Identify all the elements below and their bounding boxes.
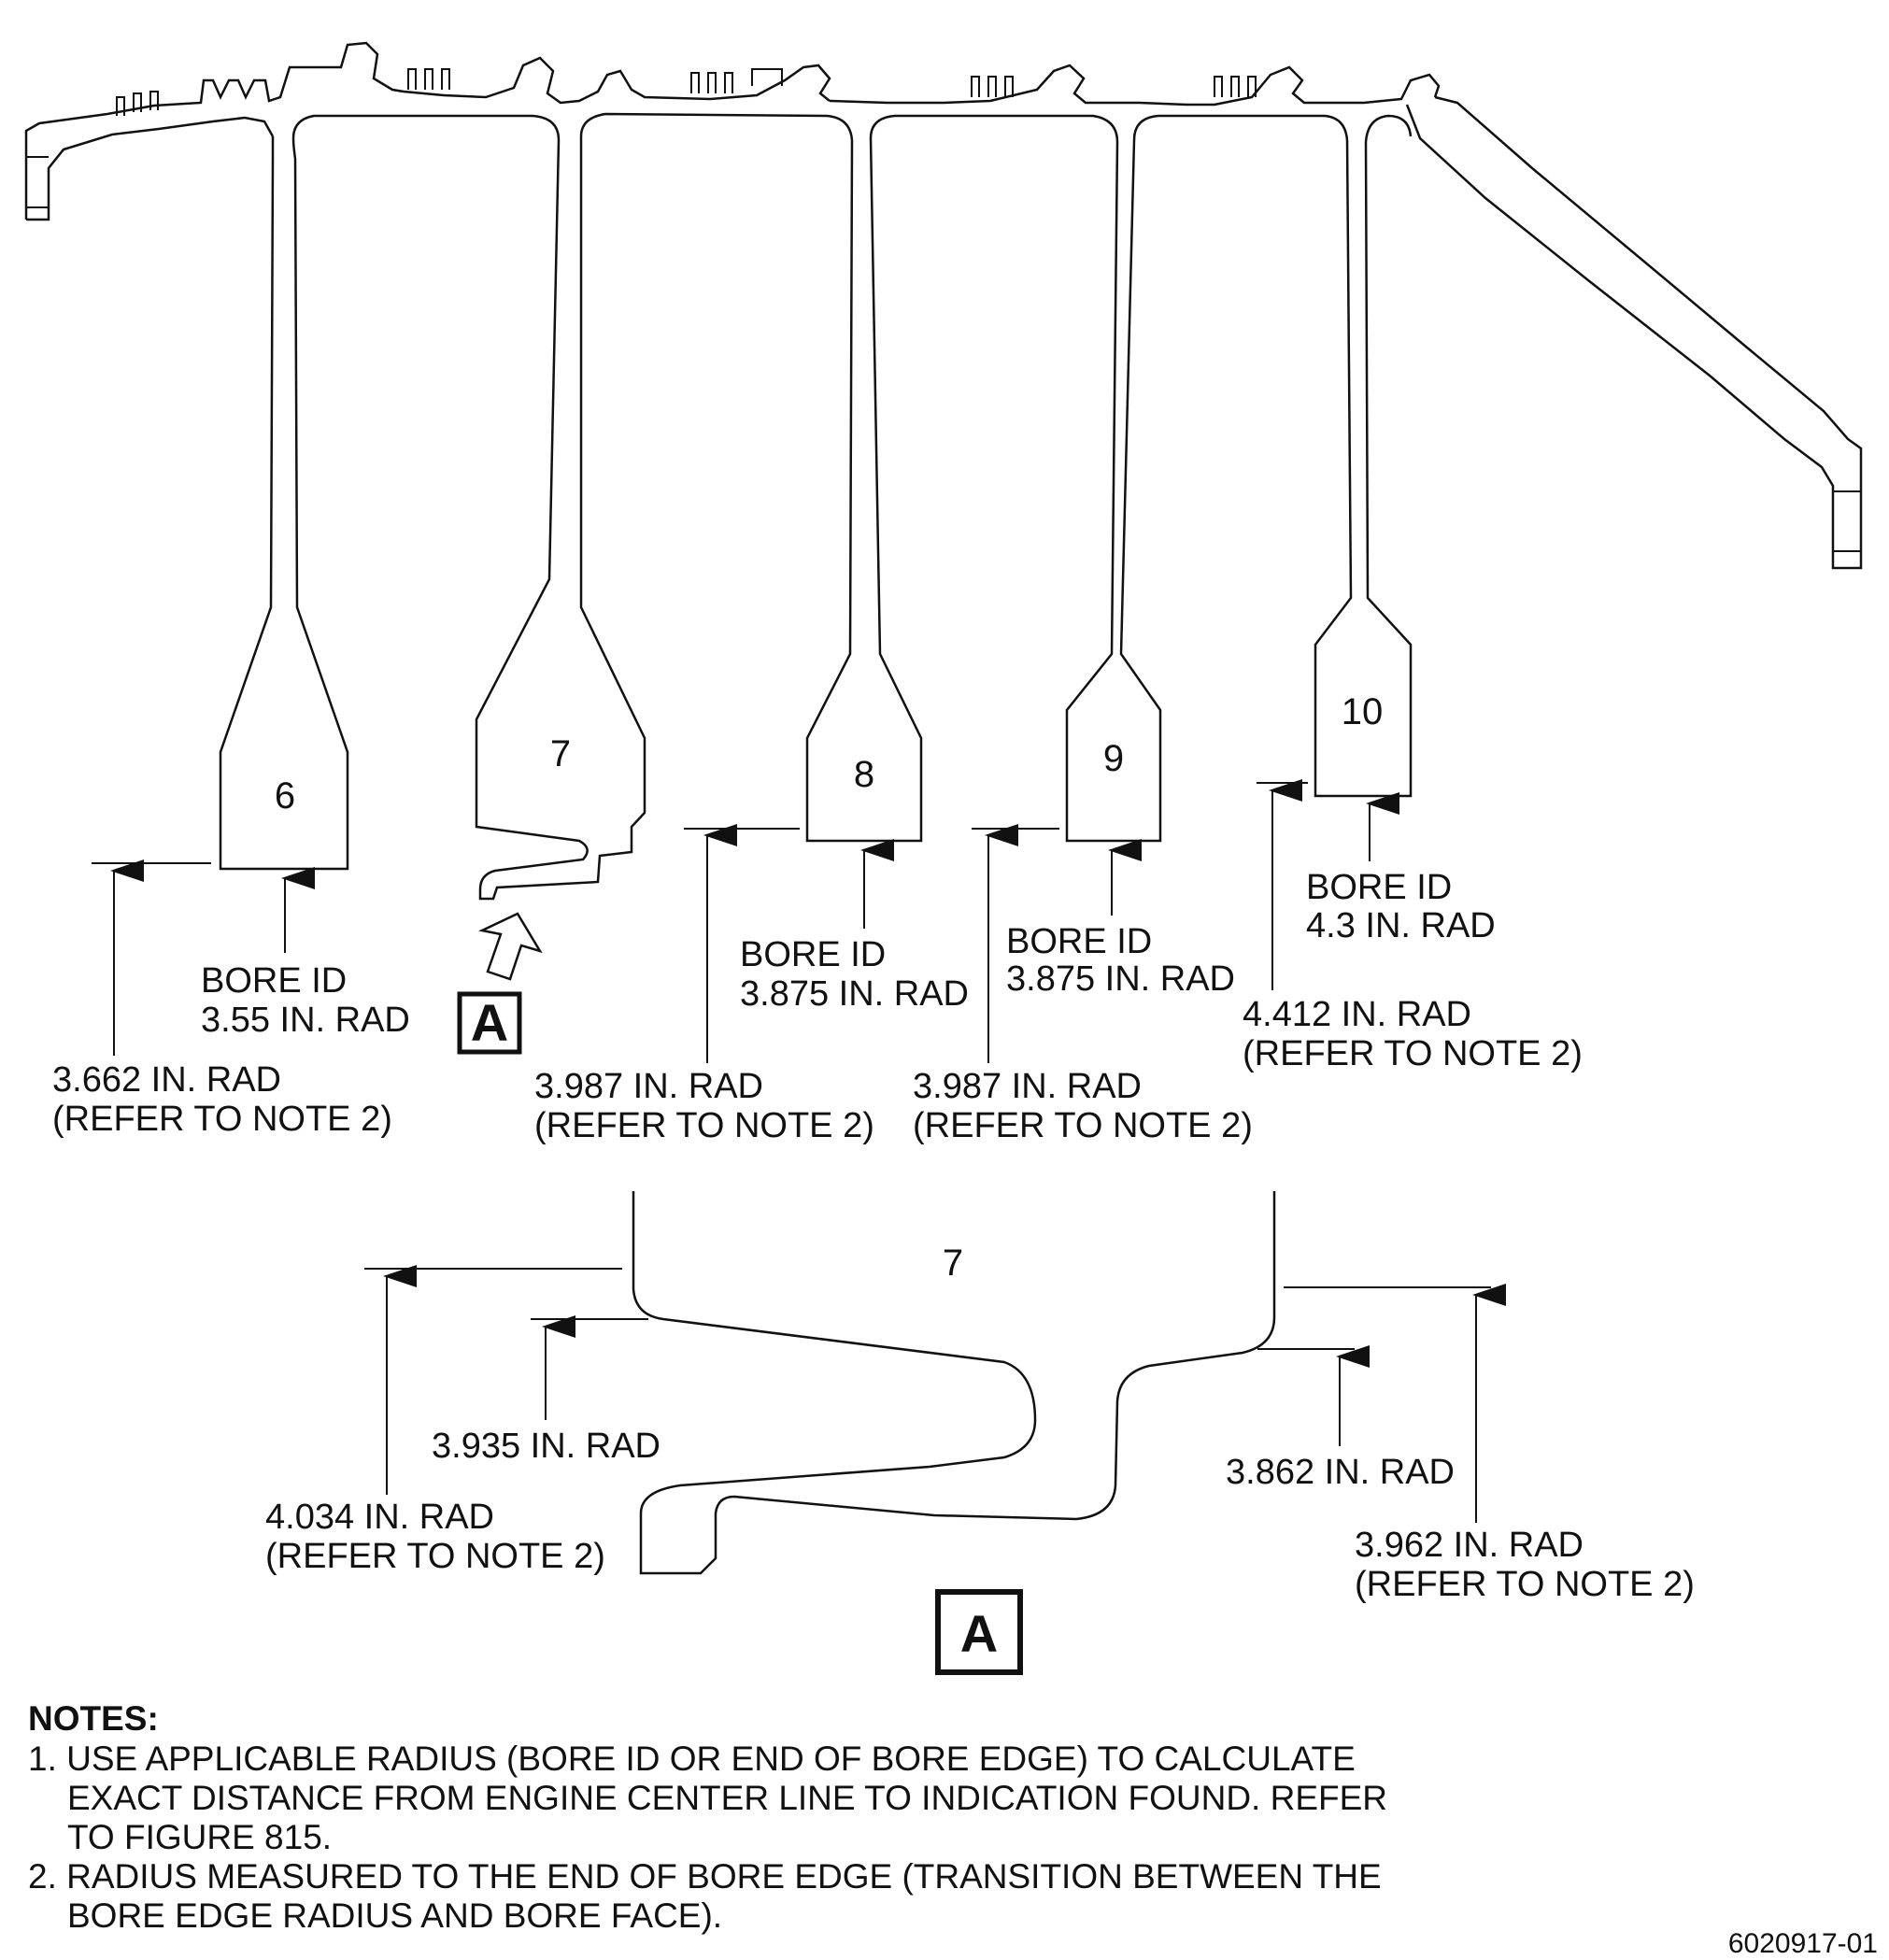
disk-8: 8 [805, 137, 923, 843]
svg-text:(REFER TO NOTE 2): (REFER TO NOTE 2) [534, 1106, 874, 1145]
disk-6-label: 6 [275, 775, 295, 817]
rotor-spool-outline [24, 41, 1863, 570]
svg-text:BORE ID: BORE ID [201, 961, 347, 1001]
dim-disk10-bore: BORE ID 4.3 IN. RAD [1306, 792, 1496, 945]
disk-10: 10 [1314, 139, 1413, 798]
disk-6: 6 [219, 136, 349, 871]
figure-code: 6020917-01 [1728, 1928, 1878, 1959]
notes-heading: NOTES: [28, 1699, 159, 1738]
svg-text:3.935 IN. RAD: 3.935 IN. RAD [432, 1427, 660, 1466]
view-a-label-bottom: A [960, 1604, 998, 1663]
svg-text:3.962 IN. RAD: 3.962 IN. RAD [1355, 1526, 1584, 1565]
view-a-caption: A [935, 1589, 1023, 1675]
svg-text:4.034 IN. RAD: 4.034 IN. RAD [265, 1498, 494, 1537]
svg-text:3.875 IN. RAD: 3.875 IN. RAD [740, 974, 969, 1014]
dim-disk6-bore: BORE ID 3.55 IN. RAD [201, 867, 410, 1040]
view-a-indicator: A [457, 912, 543, 1055]
dim-disk8-edge: 3.987 IN. RAD (REFER TO NOTE 2) [913, 824, 1253, 1145]
svg-text:3.862 IN. RAD: 3.862 IN. RAD [1226, 1453, 1455, 1492]
svg-text:4.412 IN. RAD: 4.412 IN. RAD [1243, 995, 1471, 1034]
svg-text:(REFER TO NOTE 2): (REFER TO NOTE 2) [52, 1100, 392, 1139]
detail-a-view: 7 [632, 1191, 1276, 1575]
disk-8-label: 8 [854, 754, 874, 795]
dim-disk9-bore: BORE ID 3.875 IN. RAD [1006, 839, 1235, 999]
note-1-line-3: TO FIGURE 815. [67, 1818, 332, 1856]
svg-text:(REFER TO NOTE 2): (REFER TO NOTE 2) [913, 1106, 1253, 1145]
dim-detail-3862: 3.862 IN. RAD [1226, 1345, 1455, 1492]
dim-disk6-edge: 3.662 IN. RAD (REFER TO NOTE 2) [52, 859, 392, 1139]
dim-disk7-edge: 3.987 IN. RAD (REFER TO NOTE 2) [534, 824, 874, 1145]
svg-text:(REFER TO NOTE 2): (REFER TO NOTE 2) [1243, 1034, 1583, 1073]
disk-9: 9 [1065, 139, 1162, 843]
svg-text:(REFER TO NOTE 2): (REFER TO NOTE 2) [1355, 1565, 1695, 1604]
svg-text:4.3 IN. RAD: 4.3 IN. RAD [1306, 906, 1496, 945]
note-1-line-2: EXACT DISTANCE FROM ENGINE CENTER LINE T… [67, 1779, 1387, 1817]
dim-detail-3962: 3.962 IN. RAD (REFER TO NOTE 2) [1284, 1284, 1695, 1604]
svg-text:3.875 IN. RAD: 3.875 IN. RAD [1006, 959, 1235, 999]
svg-text:3.662 IN. RAD: 3.662 IN. RAD [52, 1060, 281, 1100]
svg-text:(REFER TO NOTE 2): (REFER TO NOTE 2) [265, 1537, 605, 1576]
svg-text:BORE ID: BORE ID [740, 935, 886, 974]
svg-text:BORE ID: BORE ID [1006, 922, 1152, 961]
disk-9-label: 9 [1103, 738, 1124, 779]
svg-text:3.55 IN. RAD: 3.55 IN. RAD [201, 1001, 410, 1040]
note-2-line-1: 2. RADIUS MEASURED TO THE END OF BORE ED… [28, 1857, 1382, 1896]
notes-block: NOTES: 1. USE APPLICABLE RADIUS (BORE ID… [28, 1699, 1387, 1935]
dim-disk8-bore: BORE ID 3.875 IN. RAD [740, 839, 969, 1014]
svg-text:3.987 IN. RAD: 3.987 IN. RAD [913, 1067, 1142, 1106]
disk-7-label: 7 [550, 733, 571, 774]
dim-disk10-edge: 4.412 IN. RAD (REFER TO NOTE 2) [1243, 779, 1583, 1073]
disk-10-label: 10 [1342, 691, 1384, 732]
svg-text:3.987 IN. RAD: 3.987 IN. RAD [534, 1067, 763, 1106]
note-2-line-2: BORE EDGE RADIUS AND BORE FACE). [67, 1896, 722, 1935]
view-a-label-top: A [471, 993, 508, 1052]
detail-disk-7-label: 7 [943, 1243, 963, 1284]
note-1-line-1: 1. USE APPLICABLE RADIUS (BORE ID OR END… [28, 1740, 1356, 1778]
dim-detail-4034: 4.034 IN. RAD (REFER TO NOTE 2) [265, 1265, 622, 1576]
svg-text:BORE ID: BORE ID [1306, 868, 1452, 907]
dim-detail-3935: 3.935 IN. RAD [432, 1315, 660, 1466]
disk-7: 7 [475, 136, 646, 901]
